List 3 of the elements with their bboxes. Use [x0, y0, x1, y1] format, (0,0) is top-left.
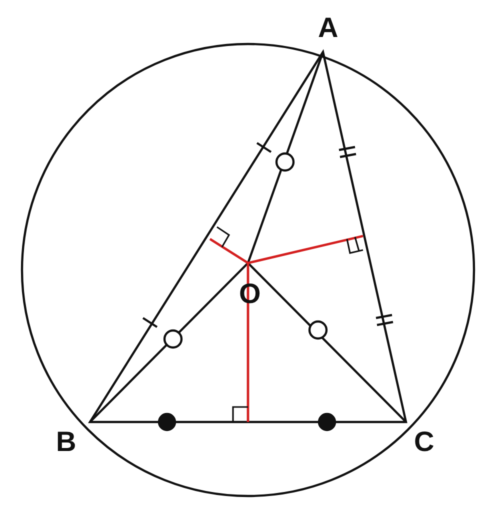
point-label: B	[56, 428, 76, 456]
point-label: C	[414, 428, 434, 456]
point-label: A	[318, 14, 338, 42]
